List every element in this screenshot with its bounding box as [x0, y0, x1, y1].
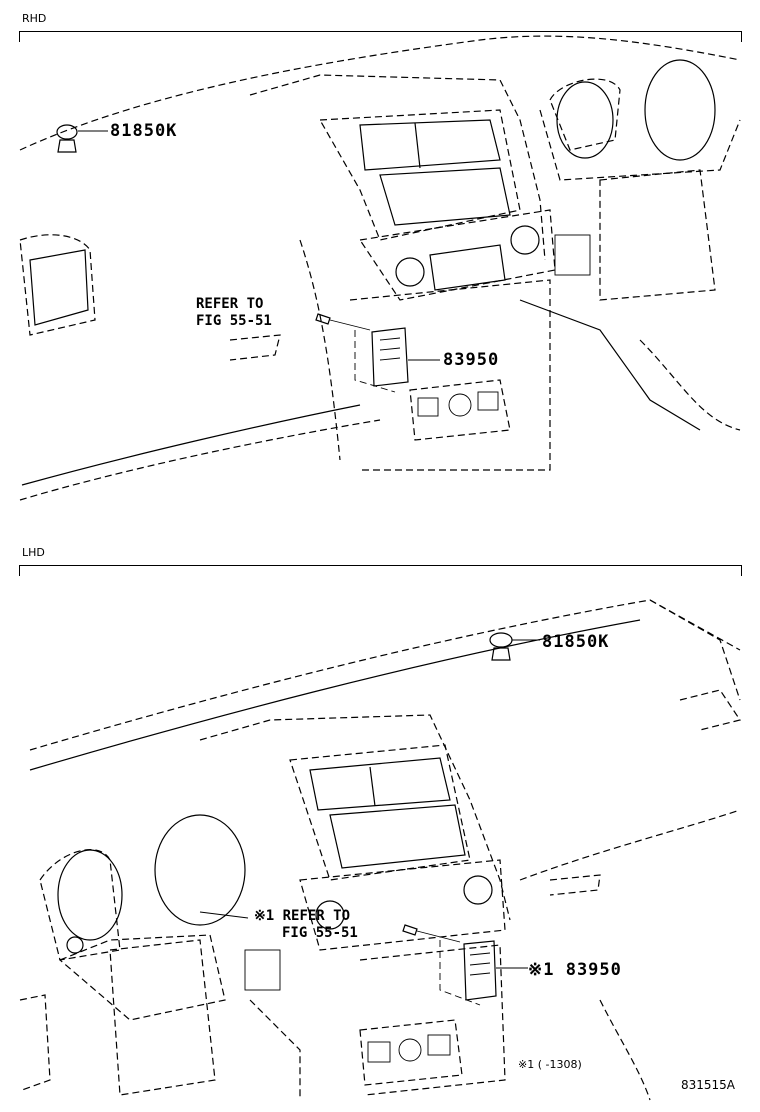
lhd-panel-frame	[19, 565, 742, 576]
rhd-panel-frame	[19, 31, 742, 42]
figure-id: 831515A	[681, 1078, 736, 1092]
rhd-panel-label: RHD	[22, 12, 47, 25]
lhd-footnote: ※1 ( -1308)	[518, 1058, 582, 1071]
lhd-refer-line2: FIG 55-51	[282, 925, 358, 941]
lhd-clock-part-number: ※1 83950	[528, 960, 622, 980]
lhd-bulb-part-number: 81850K	[542, 632, 610, 652]
lhd-panel-label: LHD	[22, 546, 45, 559]
rhd-dashboard-drawing	[19, 35, 741, 501]
rhd-refer-note: REFER TO FIG 55-51	[196, 296, 272, 330]
rhd-clock-part-number: 83950	[443, 350, 500, 370]
lhd-dashboard-drawing	[19, 599, 741, 1101]
rhd-refer-line1: REFER TO	[196, 296, 264, 312]
rhd-bulb-part-number: 81850K	[110, 121, 178, 141]
lhd-refer-note: ※1 REFER TO FIG 55-51	[254, 908, 358, 942]
lhd-refer-line1: ※1 REFER TO	[254, 908, 351, 924]
rhd-refer-line2: FIG 55-51	[196, 313, 272, 329]
